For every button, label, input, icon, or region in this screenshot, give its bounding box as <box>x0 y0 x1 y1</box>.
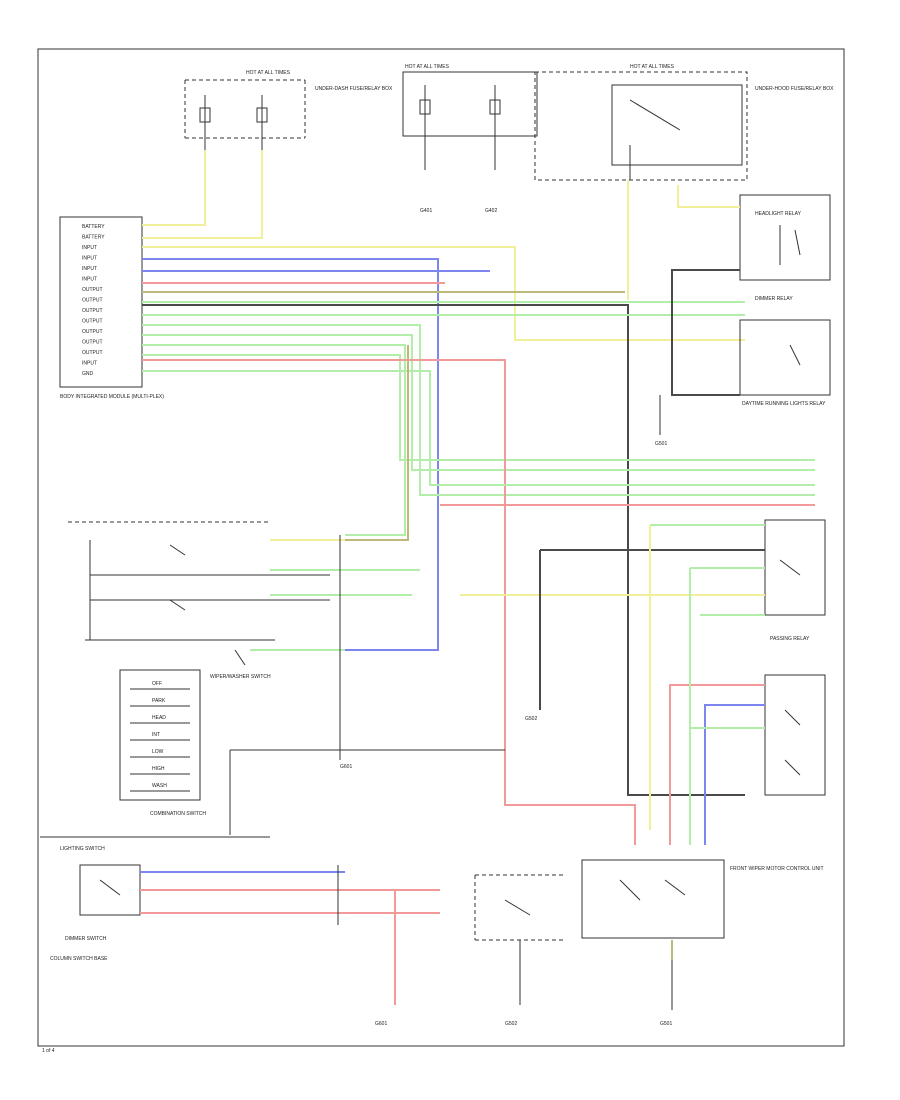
fuse-box-left-caption: UNDER-DASH FUSE/RELAY BOX <box>315 86 393 92</box>
svg-text:G502: G502 <box>505 1021 517 1027</box>
fuse-block-mid-label: HOT AT ALL TIMES <box>405 64 450 70</box>
switch-position-label: HEAD <box>152 715 166 721</box>
svg-text:G601: G601 <box>340 764 352 770</box>
switch-position-label: HIGH <box>152 766 165 772</box>
fuse-block-mid: HOT AT ALL TIMES G401 G402 <box>402 64 538 214</box>
combination-switch: OFF PARK HEAD INT LOW HIGH WASH COMBINATION SW… <box>68 521 505 835</box>
right-components: HEADLIGHT RELAY DIMMER RELAY DAYTIME RUN… <box>627 180 831 447</box>
module-pin-label: OUTPUT <box>82 287 103 293</box>
body-module: BATTERY BATTERY INPUT INPUT INPUT INPUT OUTPUT… <box>59 216 164 400</box>
diagram-frame <box>37 48 845 1047</box>
dimmer-switch-caption: DIMMER SWITCH <box>65 936 107 942</box>
relay-box-2 <box>739 319 831 396</box>
module-wires <box>142 150 815 845</box>
wiper-switch-caption: WIPER/WASHER SWITCH <box>210 674 271 680</box>
relay-box-1 <box>739 194 831 281</box>
page-reference: 1 of 4 <box>42 1048 55 1054</box>
svg-text:G401: G401 <box>420 208 432 214</box>
lighting-switch: LIGHTING SWITCH DIMMER SWITCH COLUMN SWI… <box>40 836 440 1027</box>
wiper-control-unit: FRONT WIPER MOTOR CONTROL UNIT G501 <box>581 859 824 1027</box>
lower-right-block <box>649 525 826 845</box>
switch-position-label: WASH <box>152 783 167 789</box>
switch-position-label: OFF <box>152 681 162 687</box>
module-pin-label: INPUT <box>82 266 97 272</box>
module-pin-label: OUTPUT <box>82 350 103 356</box>
module-pin-label: INPUT <box>82 361 97 367</box>
fuse-block-right: HOT AT ALL TIMES UNDER-HOOD FUSE/RELAY B… <box>534 64 834 181</box>
svg-text:G501: G501 <box>655 441 667 447</box>
lighting-switch-caption: LIGHTING SWITCH <box>60 846 105 852</box>
svg-text:G502: G502 <box>525 716 537 722</box>
module-pin-label: OUTPUT <box>82 298 103 304</box>
combination-switch-caption: COMBINATION SWITCH <box>150 811 206 817</box>
switch-position-label: INT <box>152 732 160 738</box>
module-pin-label: GND <box>82 371 94 377</box>
module-pin-label: OUTPUT <box>82 308 103 314</box>
wiper-unit-caption: FRONT WIPER MOTOR CONTROL UNIT <box>730 866 824 872</box>
lower-mid-switch: G502 <box>474 874 565 1027</box>
module-pin-label: BATTERY <box>82 224 105 230</box>
module-pin-label: OUTPUT <box>82 329 103 335</box>
relay-2-label: DIMMER RELAY <box>755 296 793 302</box>
module-pin-label: BATTERY <box>82 235 105 241</box>
fuse-block-right-label: HOT AT ALL TIMES <box>630 64 675 70</box>
body-module-caption: BODY INTEGRATED MODULE (MULTI-PLEX) <box>60 394 164 400</box>
module-pin-label: OUTPUT <box>82 319 103 325</box>
switch-position-label: LOW <box>152 749 164 755</box>
fuse-block-left: HOT AT ALL TIMES UNDER-DASH FUSE/RELAY B… <box>184 70 393 150</box>
module-pin-label: INPUT <box>82 256 97 262</box>
relay-3-label: DAYTIME RUNNING LIGHTS RELAY <box>742 401 826 407</box>
column-switch-caption: COLUMN SWITCH BASE <box>50 956 108 962</box>
fuse-block-left-label: HOT AT ALL TIMES <box>246 70 291 76</box>
relay-1-label: HEADLIGHT RELAY <box>755 211 802 217</box>
module-pin-label: INPUT <box>82 277 97 283</box>
svg-text:G601: G601 <box>375 1021 387 1027</box>
svg-text:G402: G402 <box>485 208 497 214</box>
fuse-box-right-caption: UNDER-HOOD FUSE/RELAY BOX <box>755 86 834 92</box>
svg-text:G501: G501 <box>660 1021 672 1027</box>
switch-position-label: PARK <box>152 698 166 704</box>
passing-switch-block: PASSING RELAY G502 <box>460 519 826 722</box>
module-pin-label: OUTPUT <box>82 340 103 346</box>
relay-4-label: PASSING RELAY <box>770 636 810 642</box>
module-pin-label: INPUT <box>82 245 97 251</box>
